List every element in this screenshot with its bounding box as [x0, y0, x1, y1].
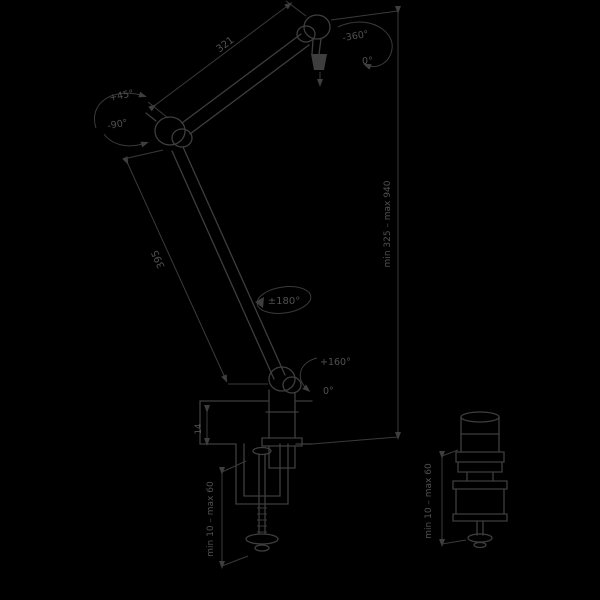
elbow-up-angle-label: +45°	[108, 88, 135, 104]
riser-joint: +160° 0°	[261, 357, 351, 469]
mic-mount-joint: -360° 0°	[296, 10, 399, 87]
riser-swivel-max-label: +160°	[320, 357, 351, 368]
desk-clamp: 14 min 10 – max 60	[194, 400, 399, 569]
mic-thread-stub	[311, 54, 327, 70]
base-swivel-arc	[256, 286, 312, 314]
elbow-down-arc	[103, 133, 149, 148]
mic-rotation-max-label: -360°	[342, 29, 370, 44]
clamp-right-range-label: min 10 – max 60	[424, 463, 434, 539]
clamp-left-range-label: min 10 – max 60	[206, 481, 216, 557]
clamp-side-view: min 10 – max 60	[424, 411, 508, 549]
wing-knob	[245, 533, 279, 545]
mic-rotation-arc	[337, 21, 393, 70]
elbow-down-angle-label: -90°	[107, 118, 129, 132]
lower-arm: 395 ±180°	[122, 146, 312, 385]
height-range-label: min 325 – max 940	[383, 180, 393, 267]
desk-edge-label: 14	[194, 424, 204, 435]
clamp-pad	[252, 446, 272, 456]
screw-threads	[257, 507, 267, 533]
elbow-joint: +45° -90°	[94, 88, 193, 148]
height-dimension: min 325 – max 940	[383, 6, 401, 440]
elbow-up-arc	[94, 91, 147, 129]
riser-swivel-min-label: 0°	[323, 386, 334, 397]
riser-swivel-arc	[299, 357, 318, 392]
mic-rotation-min-label: 0°	[362, 56, 373, 67]
base-swivel-angle-label: ±180°	[268, 296, 300, 307]
